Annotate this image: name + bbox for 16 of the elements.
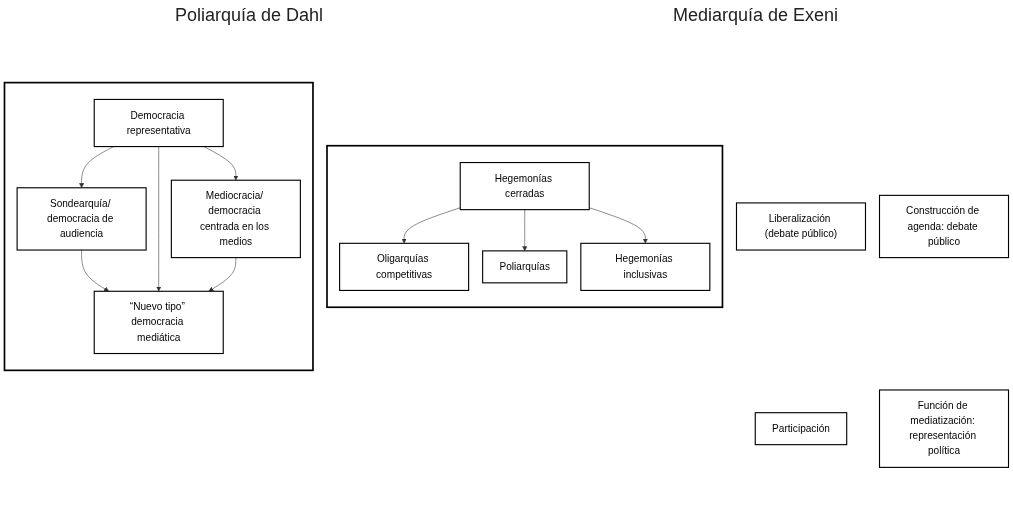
cluster [3,81,314,372]
node-box: Mediocracia/ democracia centrada en los medios [170,179,301,259]
node-box: Liberalización (debate público) [735,202,867,251]
diagram-heading: Mediarquía de Exeni [672,4,839,26]
node-box: Sondearquía/ democracia de audiencia [16,187,147,251]
cluster [326,144,724,309]
node-box: Función de mediatización: representación política [878,389,1010,468]
node-box: Participación [754,412,848,446]
node-box: “Nuevo tipo” democracia mediática [93,290,224,355]
node-box: Poliarquías [482,250,568,284]
node-box: Hegemonías cerradas [459,162,590,211]
node-box: Hegemonías inclusivas [580,242,711,291]
diagram-heading: Poliarquía de Dahl [174,4,324,26]
node-box: Democracia representativa [93,98,224,148]
node-box: Construcción de agenda: debate público [878,194,1010,259]
node-box: Oligarquías competitivas [339,242,470,291]
